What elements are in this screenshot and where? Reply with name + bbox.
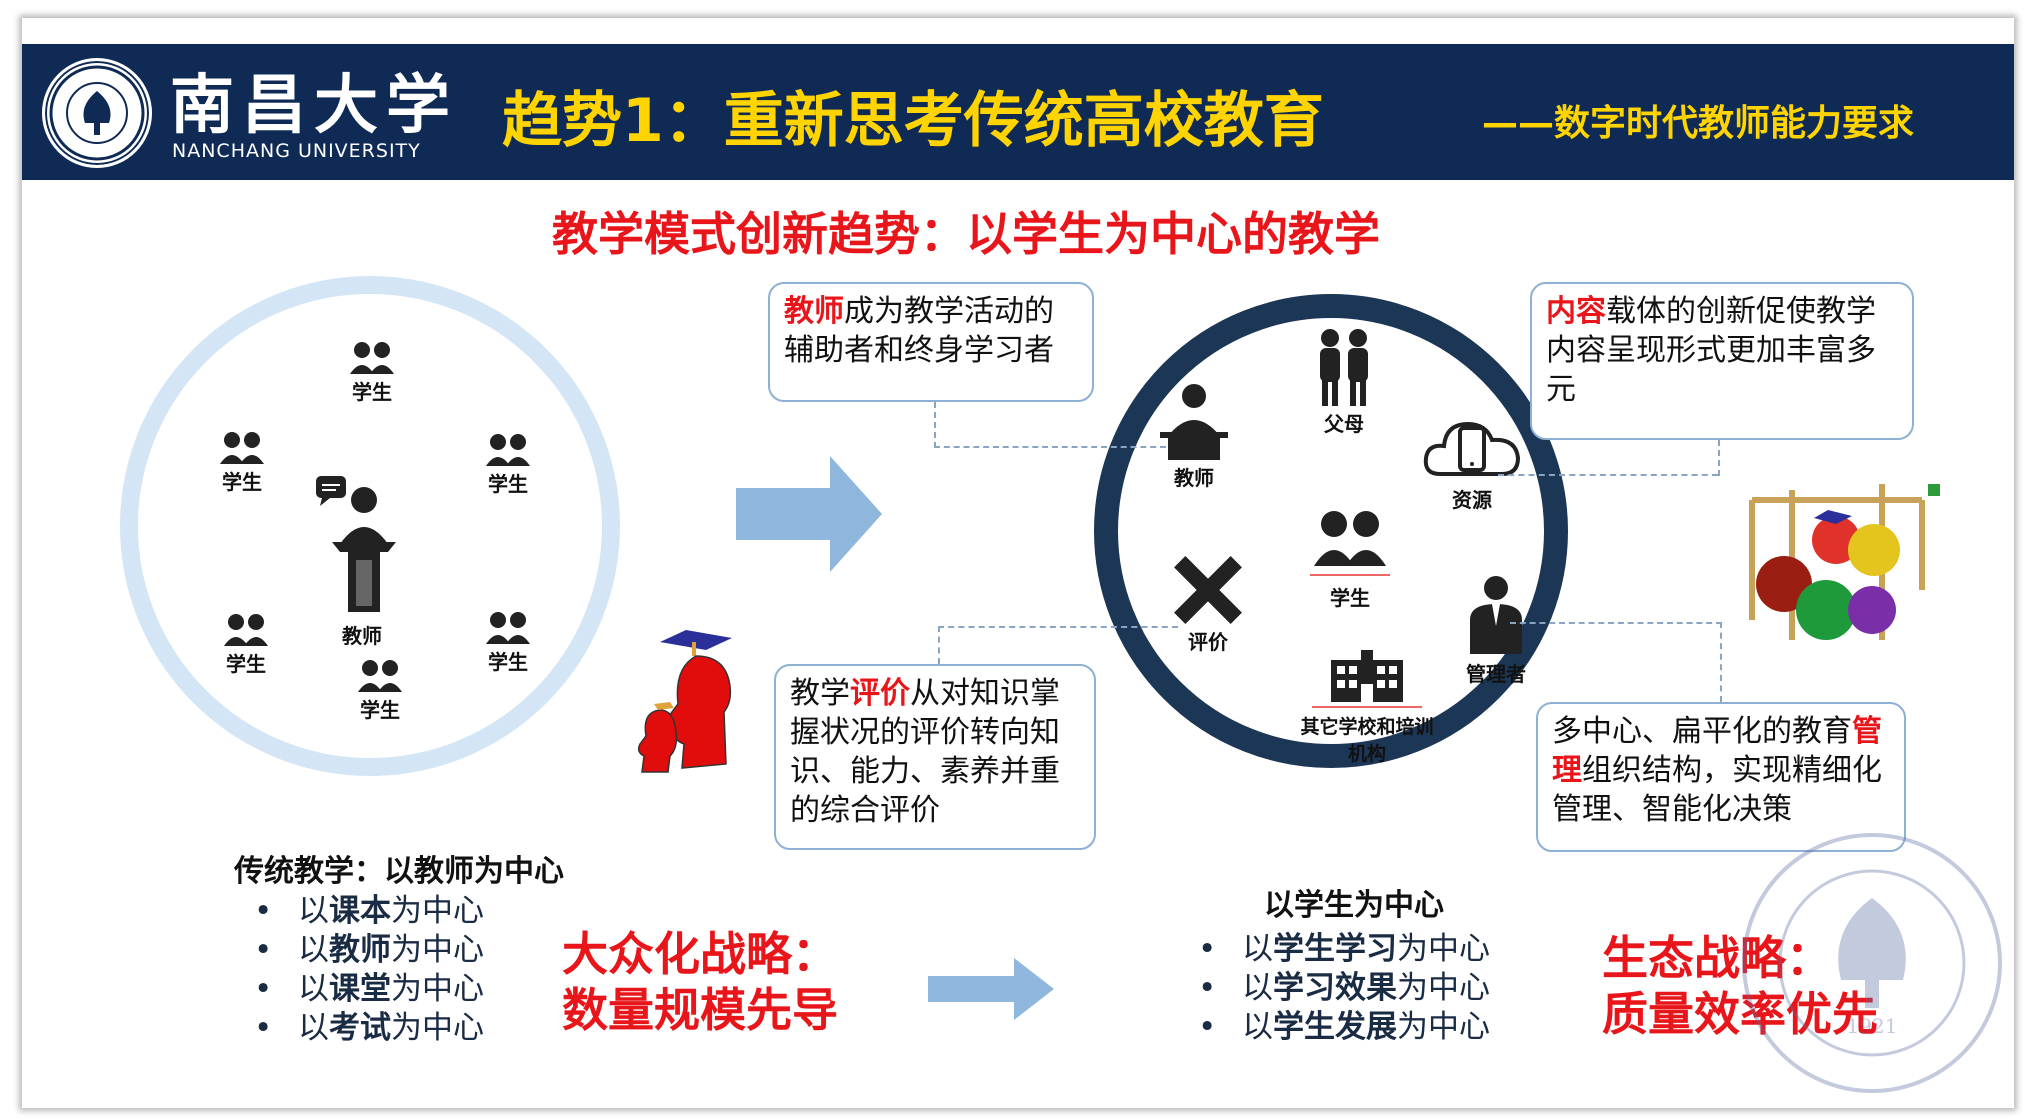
parents-label: 父母	[1324, 412, 1364, 436]
students-icon	[224, 614, 268, 646]
student-label: 学生	[1330, 586, 1370, 610]
students-icon	[486, 612, 530, 644]
traditional-title: 传统教学：以教师为中心	[234, 854, 564, 889]
evaluation-label: 评价	[1188, 630, 1228, 654]
manager-label: 管理者	[1466, 662, 1526, 686]
connector-line	[1498, 474, 1718, 476]
students-icon	[220, 432, 264, 464]
student-node: 学生	[484, 610, 532, 675]
callout-evaluation: 教学评价从对知识掌握状况的评价转向知识、能力、素养并重的综合评价	[774, 664, 1096, 850]
student-label: 学生	[226, 652, 266, 676]
connector-line	[934, 446, 1166, 448]
slide: 南昌大学 NANCHANG UNIVERSITY 趋势1：重新思考传统高校教育 …	[22, 18, 2014, 1108]
header-bar: 南昌大学 NANCHANG UNIVERSITY 趋势1：重新思考传统高校教育 …	[22, 44, 2014, 180]
university-seal-icon	[42, 58, 152, 168]
students-icon	[1314, 511, 1386, 566]
university-name-en: NANCHANG UNIVERSITY	[172, 140, 421, 162]
slide-title: 趋势1：重新思考传统高校教育	[502, 86, 1324, 156]
teacher-podium-icon	[316, 476, 396, 612]
teacher-podium-node: 教师	[312, 470, 412, 649]
list-item: •以学习效果为中心	[1198, 970, 1490, 1006]
callout-teacher: 教师成为教学活动的辅助者和终身学习者	[768, 282, 1094, 402]
institutions-label: 其它学校和培训机构	[1300, 716, 1434, 765]
callout-content: 内容载体的创新促使教学内容呈现形式更加丰富多元	[1530, 282, 1914, 440]
parents-node: 父母	[1312, 328, 1376, 437]
university-seal-watermark-icon: 1921	[1742, 833, 2002, 1093]
student-node: 学生	[348, 340, 396, 405]
parents-icon	[1320, 329, 1368, 406]
student-node: 学生	[222, 612, 270, 677]
teacher-node: 教师	[1158, 382, 1230, 491]
list-item: •以教师为中心	[254, 932, 484, 968]
students-icon	[486, 434, 530, 466]
resources-node: 资源	[1422, 410, 1522, 513]
manager-icon	[1470, 576, 1522, 654]
traditional-bullets: •以课本为中心 •以教师为中心 •以课堂为中心 •以考试为中心	[254, 892, 484, 1048]
connector-line	[1510, 622, 1722, 624]
student-node: 学生	[356, 658, 404, 723]
resources-label: 资源	[1452, 488, 1492, 512]
strategy-ecology: 生态战略： 质量效率优先	[1602, 931, 1878, 1041]
teacher-label: 教师	[1174, 466, 1214, 490]
students-icon	[350, 342, 394, 374]
student-centered-title: 以学生为中心	[1264, 888, 1444, 923]
school-building-icon	[1331, 650, 1403, 702]
student-centered-bullets: •以学生学习为中心 •以学习效果为中心 •以学生发展为中心	[1198, 930, 1490, 1047]
ruler-pencil-icon	[1174, 556, 1242, 624]
student-label: 学生	[488, 472, 528, 496]
institutions-node: 其它学校和培训机构	[1292, 646, 1442, 766]
teacher-desk-icon	[1160, 384, 1228, 460]
student-label: 学生	[222, 470, 262, 494]
list-item: •以课堂为中心	[254, 971, 484, 1007]
teacher-label: 教师	[342, 624, 382, 648]
student-label: 学生	[360, 698, 400, 722]
connector-line	[938, 626, 1178, 628]
student-node: 学生	[218, 430, 266, 495]
student-node: 学生	[484, 432, 532, 497]
cloud-phone-icon	[1423, 421, 1521, 476]
student-label: 学生	[352, 380, 392, 404]
list-item: •以课本为中心	[254, 893, 484, 929]
list-item: •以学生发展为中心	[1198, 1009, 1490, 1045]
slide-subtitle: ——数字时代教师能力要求	[1482, 103, 1915, 144]
collaboration-heads-icon	[1749, 484, 1940, 640]
svg-text:1921: 1921	[1847, 1014, 1898, 1038]
manager-node: 管理者	[1464, 574, 1528, 687]
transition-arrow-icon	[736, 456, 882, 572]
headline: 教学模式创新趋势：以学生为中心的教学	[552, 207, 1380, 261]
student-label: 学生	[488, 650, 528, 674]
students-icon	[358, 660, 402, 692]
strategy-arrow-icon	[928, 958, 1054, 1020]
connector-line	[938, 626, 940, 664]
student-node-center: 学生	[1310, 508, 1390, 611]
connector-line	[1720, 622, 1722, 702]
connector-line	[934, 402, 936, 448]
evaluation-node: 评价	[1170, 552, 1246, 655]
connector-line	[1718, 440, 1720, 476]
list-item: •以学生学习为中心	[1198, 931, 1490, 967]
callout-management: 多中心、扁平化的教育管理组织结构，实现精细化管理、智能化决策	[1536, 702, 1906, 852]
university-name: 南昌大学	[170, 68, 458, 143]
red-head-graduation-icon	[637, 630, 732, 773]
list-item: •以考试为中心	[254, 1010, 484, 1046]
strategy-mass: 大众化战略： 数量规模先导	[562, 927, 838, 1037]
